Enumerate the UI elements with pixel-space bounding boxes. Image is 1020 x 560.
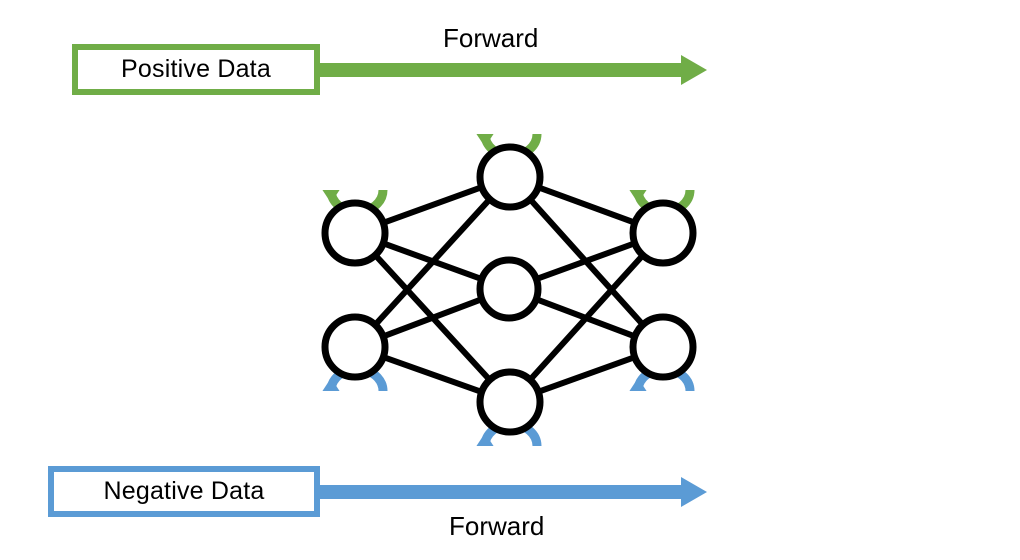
network-node-L2[interactable] bbox=[321, 313, 389, 381]
network-edge bbox=[381, 296, 484, 340]
network-node-circle bbox=[476, 143, 544, 211]
negative-forward-arrow bbox=[320, 477, 707, 507]
network-edge bbox=[536, 353, 637, 396]
network-node-M3[interactable] bbox=[476, 368, 544, 436]
positive-data-label-text: Positive Data bbox=[121, 55, 271, 83]
network-node-circle bbox=[321, 199, 389, 267]
network-node-circle bbox=[629, 199, 697, 267]
network-edge bbox=[372, 196, 493, 328]
network-edge bbox=[534, 240, 637, 283]
loop-blue-left-arrowhead bbox=[322, 377, 340, 391]
negative-data-label-box[interactable]: Negative Data bbox=[48, 466, 320, 517]
network-node-M1[interactable] bbox=[476, 143, 544, 211]
forward-caption-top: Forward bbox=[443, 23, 539, 53]
network-node-M2[interactable] bbox=[476, 256, 542, 322]
loop-green-left-arrowhead bbox=[322, 190, 340, 204]
positive-data-label-box[interactable]: Positive Data bbox=[72, 44, 320, 95]
network-node-circle bbox=[321, 313, 389, 381]
positive-forward-arrow bbox=[320, 55, 707, 85]
forward-arrows-layer bbox=[320, 55, 707, 507]
network-edge bbox=[527, 252, 646, 383]
network-edge bbox=[536, 184, 637, 226]
loop-blue-right-arrowhead bbox=[629, 377, 647, 391]
loop-blue-bottom-arrowhead bbox=[476, 432, 494, 446]
network-edge bbox=[381, 184, 484, 226]
network-nodes-layer bbox=[321, 143, 697, 436]
network-node-circle bbox=[476, 368, 544, 436]
network-edges-layer bbox=[372, 184, 646, 396]
network-edge bbox=[381, 353, 484, 396]
negative-data-label-text: Negative Data bbox=[103, 477, 265, 505]
network-node-R1[interactable] bbox=[629, 199, 697, 267]
network-node-circle bbox=[629, 313, 697, 381]
network-node-L1[interactable] bbox=[321, 199, 389, 267]
network-node-R2[interactable] bbox=[629, 313, 697, 381]
forward-caption-bottom: Forward bbox=[449, 511, 545, 541]
loop-green-right-arrowhead bbox=[629, 190, 647, 204]
network-node-circle bbox=[476, 256, 542, 322]
loop-green-top-arrowhead bbox=[476, 134, 494, 148]
